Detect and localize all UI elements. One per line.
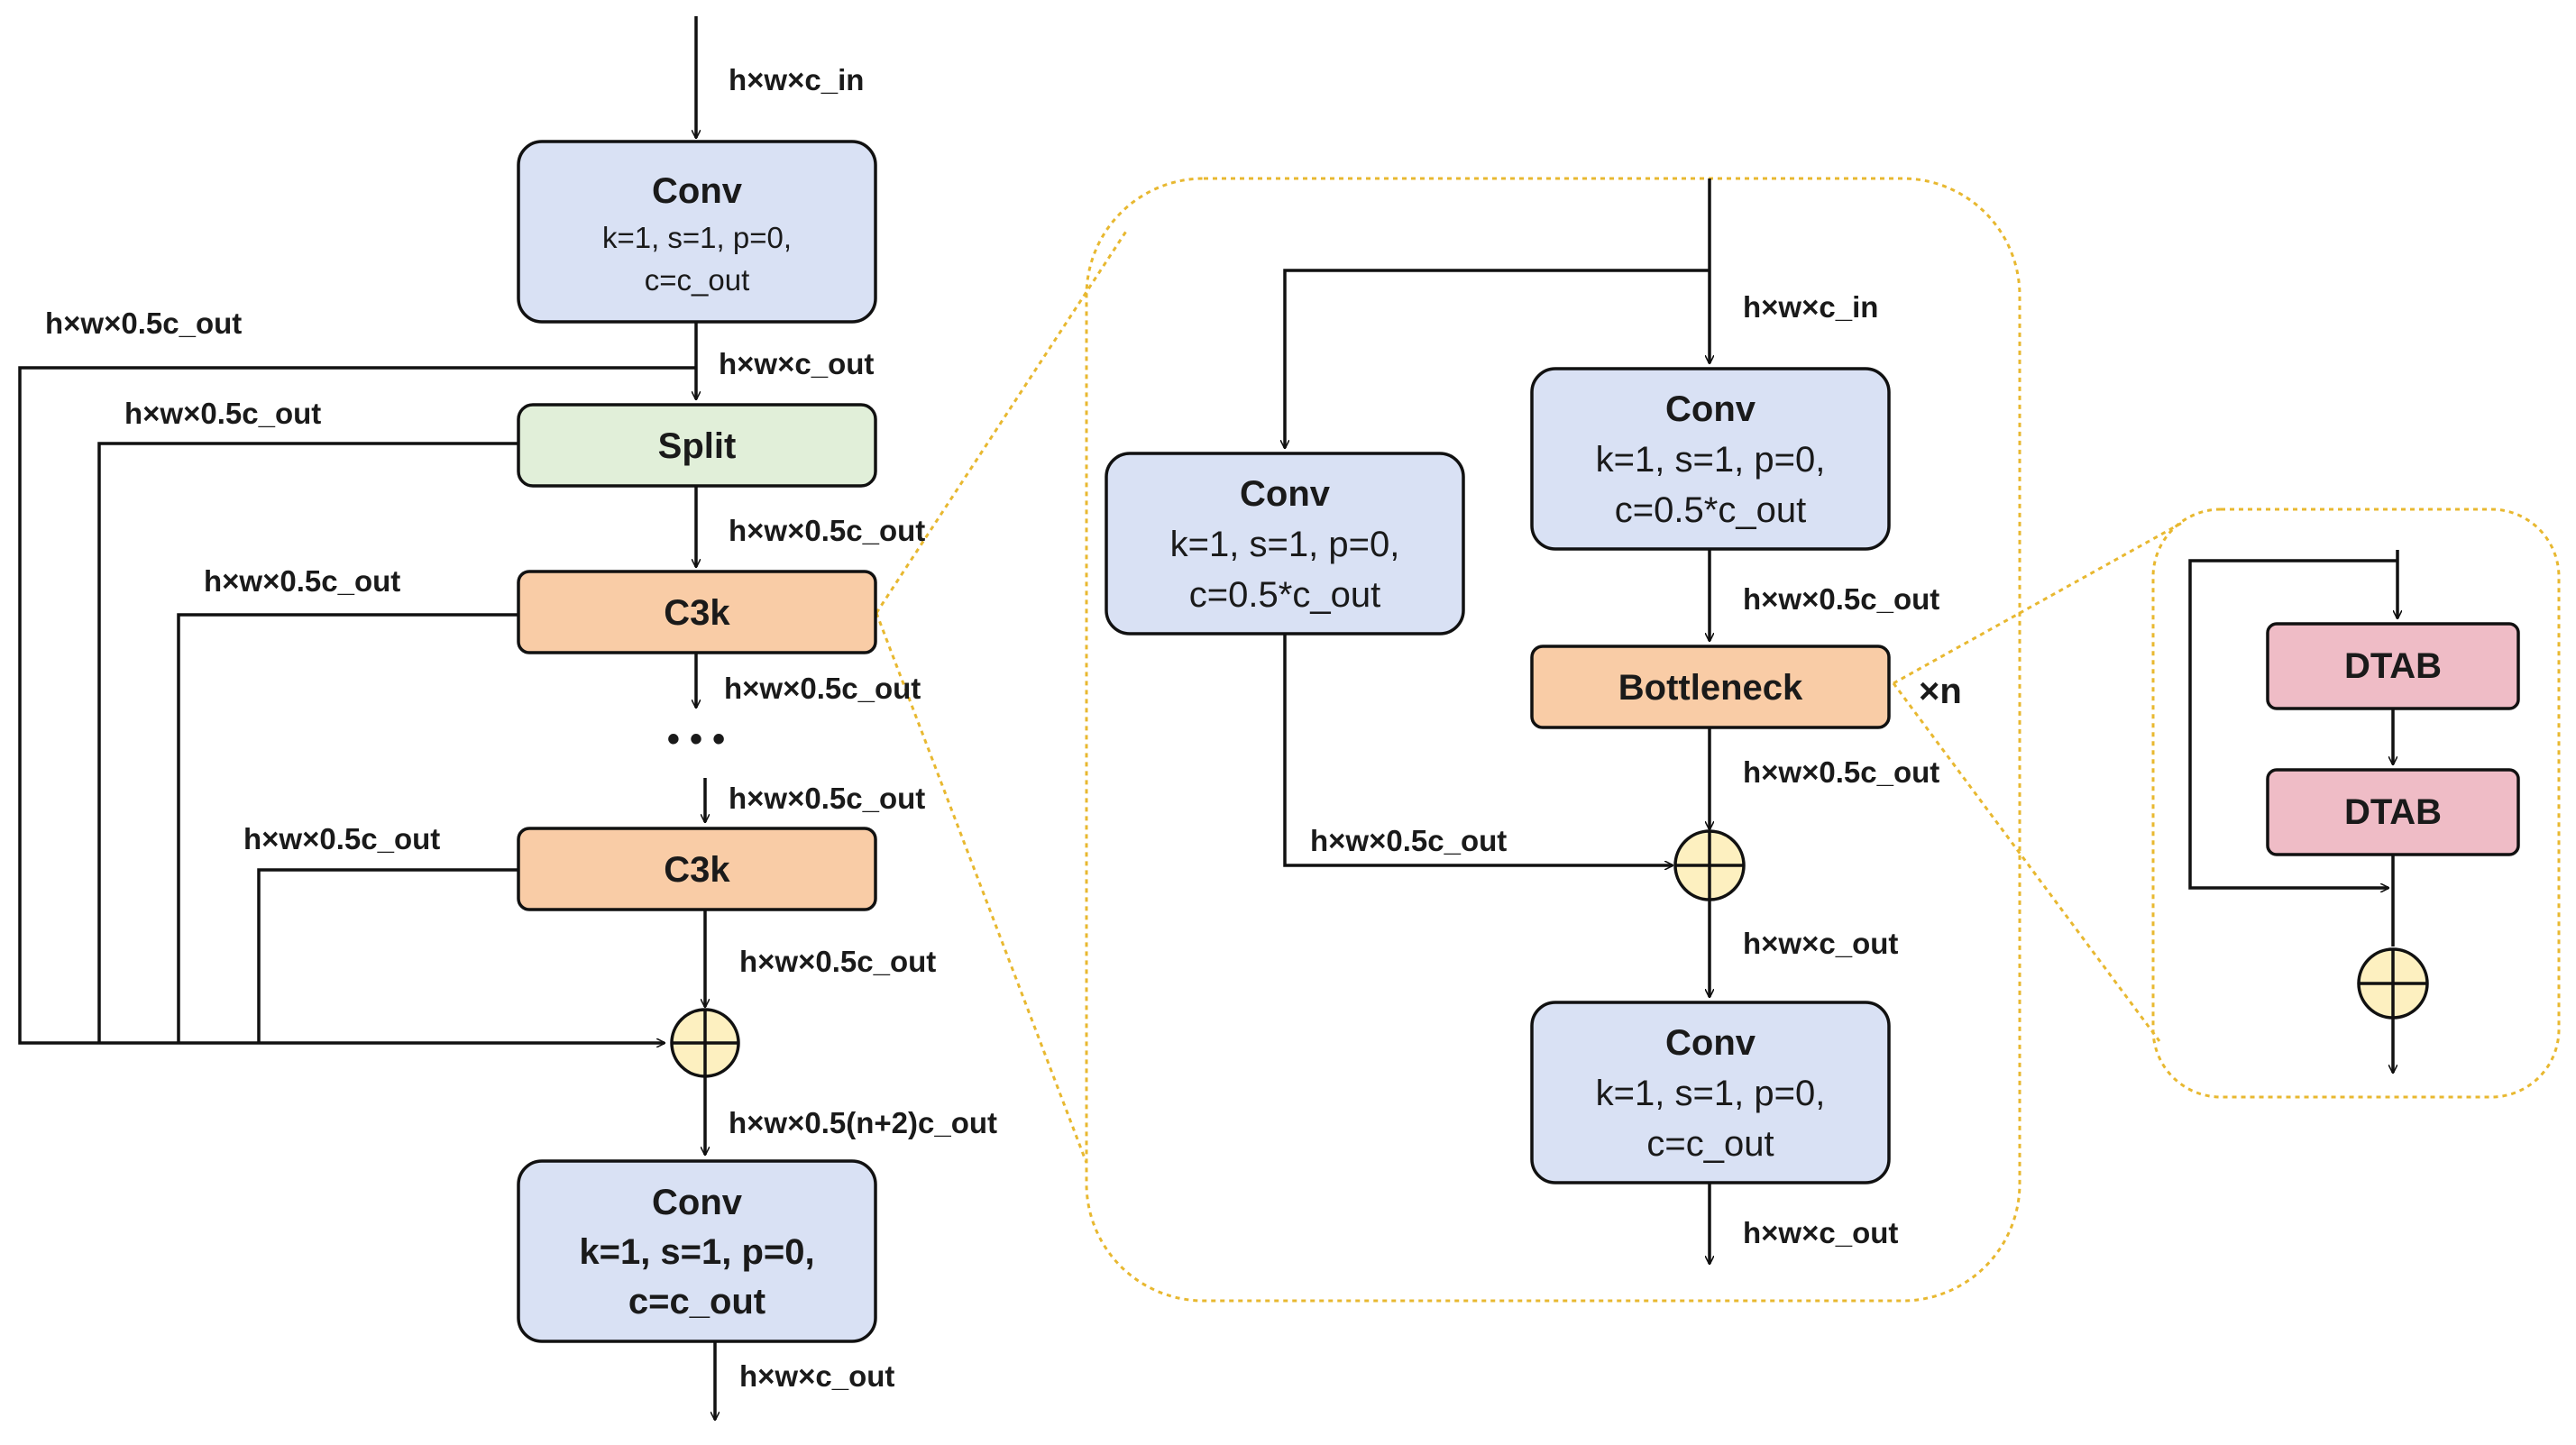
c3k-output-label: h×w×c_out [1743, 1216, 1898, 1249]
c3k-shortcut-line [1283, 634, 1673, 865]
c3k-last-in-label: h×w×0.5c_out [729, 782, 925, 815]
conv-out-params: k=1, s=1, p=0, [579, 1232, 814, 1272]
bn-residual-line [2188, 559, 2397, 888]
zoom-line-top [875, 229, 1129, 614]
after-conv-label: h×w×c_out [719, 347, 874, 380]
concat-out-label: h×w×0.5(n+2)c_out [729, 1106, 997, 1139]
conv-in-title: Conv [652, 171, 743, 211]
c3k-zoom-callout [875, 177, 2021, 1303]
repeat-ellipsis: • • • [667, 719, 725, 759]
bottleneck-repeat-label: ×n [1919, 672, 1962, 711]
conv-out-title: Conv [652, 1183, 743, 1222]
bottleneck-out-label: h×w×0.5c_out [1743, 755, 1939, 789]
zoom-line-bottom [875, 612, 1088, 1164]
c3k-last-bypass-line [257, 868, 518, 1043]
bottleneck-zoom-callout [1892, 508, 2561, 1099]
c3k-first-bypass-line [177, 613, 518, 1043]
c3k-conv-right-title: Conv [1665, 389, 1756, 429]
c3k-add-out-label: h×w×c_out [1743, 927, 1898, 960]
outer-bypass-line [18, 366, 696, 1043]
c3k-conv-left-params: k=1, s=1, p=0, [1170, 525, 1400, 564]
split-inner-label: h×w×0.5c_out [124, 397, 321, 430]
c3k-conv-right-channels: c=0.5*c_out [1615, 490, 1806, 530]
main-flow: h×w×c_in Conv k=1, s=1, p=0, c=c_out h×w… [18, 16, 997, 1420]
c3k-last-out-label: h×w×0.5c_out [739, 945, 936, 978]
c3k-first-side-label: h×w×0.5c_out [204, 564, 400, 598]
bottleneck-title: Bottleneck [1618, 668, 1803, 708]
dtab-second-title: DTAB [2344, 792, 2442, 832]
split-to-c3k-label: h×w×0.5c_out [729, 514, 925, 547]
conv-out-channels: c=c_out [628, 1282, 765, 1322]
c3k-last-title: C3k [664, 850, 730, 890]
c3k-conv-out-title: Conv [1665, 1023, 1756, 1063]
split-outer-label: h×w×0.5c_out [45, 306, 242, 340]
c3k-detail-frame [1085, 177, 2021, 1303]
c3k-shortcut-label: h×w×0.5c_out [1310, 824, 1507, 857]
conv-out-block [517, 1159, 877, 1343]
c3k-first-title: C3k [664, 593, 730, 633]
c3k-detail-input-label: h×w×c_in [1743, 290, 1878, 324]
c3k-conv-right-out-label: h×w×0.5c_out [1743, 582, 1939, 616]
c3k-conv-out-params: k=1, s=1, p=0, [1596, 1074, 1826, 1113]
split-bypass-line [97, 442, 518, 1043]
c3k-detail-branch-line [1285, 269, 1710, 448]
zoom-line-bn-top [1893, 521, 2183, 685]
c3k-conv-out-channels: c=c_out [1646, 1124, 1774, 1164]
c3k-detail: h×w×c_in Conv k=1, s=1, p=0, c=0.5*c_out… [1105, 178, 1962, 1264]
c3k-conv-right-params: k=1, s=1, p=0, [1596, 440, 1826, 480]
zoom-line-bn-bottom [1892, 682, 2161, 1042]
conv-in-params: k=1, s=1, p=0, [602, 221, 792, 254]
input-label: h×w×c_in [729, 63, 864, 96]
bottleneck-detail-frame [2151, 508, 2561, 1099]
dtab-first-title: DTAB [2344, 646, 2442, 686]
conv-in-channels: c=c_out [645, 263, 750, 297]
split-title: Split [658, 426, 737, 466]
bottleneck-detail: DTAB DTAB [2188, 550, 2520, 1073]
c3k-conv-left-channels: c=0.5*c_out [1189, 575, 1380, 615]
output-label: h×w×c_out [739, 1359, 894, 1393]
c3k-conv-left-title: Conv [1240, 474, 1331, 514]
c3k-first-out-label: h×w×0.5c_out [724, 672, 921, 705]
c3k-last-side-label: h×w×0.5c_out [243, 822, 440, 855]
